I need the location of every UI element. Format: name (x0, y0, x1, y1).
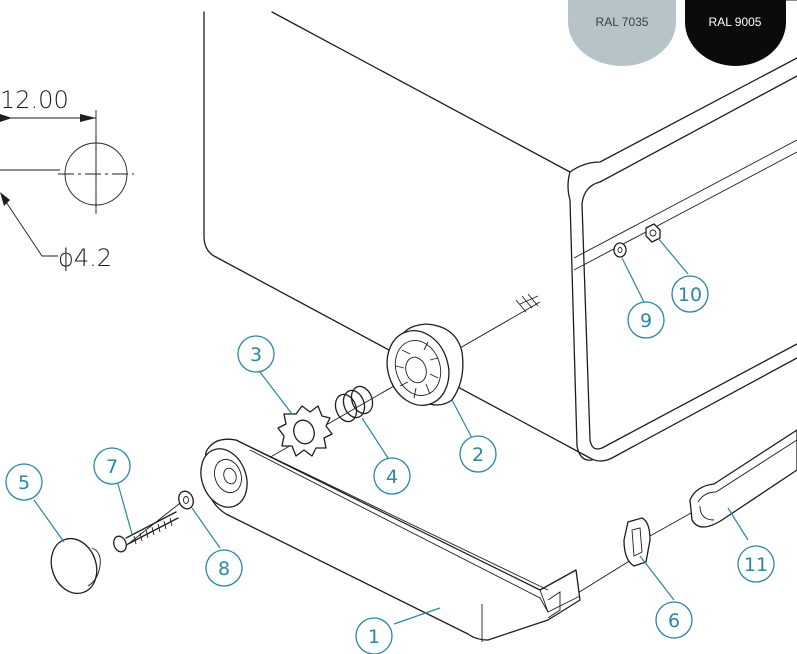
dimension-detail: 12.00 ϕ4.2 (0, 86, 134, 272)
swatch-ral-9005 (685, 0, 786, 66)
callout-4: 4 (373, 457, 411, 495)
part-4-spring (334, 385, 374, 423)
enclosure-box (203, 0, 797, 462)
arrow-head-icon (80, 114, 96, 122)
svg-text:6: 6 (668, 610, 680, 632)
svg-text:11: 11 (744, 554, 768, 576)
arrow-head-icon (0, 114, 12, 122)
callout-1: 1 (355, 617, 393, 654)
part-6-end-clip (623, 517, 651, 567)
svg-text:2: 2 (472, 444, 484, 466)
svg-text:4: 4 (386, 466, 398, 488)
callout-11: 11 (737, 545, 775, 583)
part-8-washer (178, 490, 194, 510)
dimension-diameter-label: ϕ4.2 (58, 244, 112, 272)
part-10-nut (645, 223, 661, 243)
part-2-hub (386, 323, 464, 406)
svg-text:5: 5 (18, 472, 30, 494)
callout-leaders (33, 237, 749, 625)
callout-8: 8 (205, 549, 243, 587)
svg-text:7: 7 (106, 456, 118, 478)
callout-2: 2 (459, 435, 497, 473)
part-7-screw (113, 511, 179, 553)
color-swatches: RAL 7035 RAL 9005 (568, 0, 786, 66)
part-9-washer (613, 242, 627, 258)
svg-text:8: 8 (218, 558, 230, 580)
svg-text:1: 1 (368, 626, 380, 648)
callout-5: 5 (5, 463, 43, 501)
part-5-cap (50, 537, 101, 595)
part-11-grip (689, 429, 797, 528)
swatch-ral-7035 (568, 0, 676, 66)
callout-7: 7 (93, 447, 131, 485)
swatch-ral-7035-label: RAL 7035 (596, 15, 649, 29)
svg-text:3: 3 (250, 344, 262, 366)
callout-9: 9 (627, 301, 665, 339)
svg-text:9: 9 (640, 310, 652, 332)
callout-3: 3 (237, 335, 275, 373)
part-1-handle (200, 438, 581, 642)
part-3-gear (277, 405, 333, 457)
callout-10: 10 (671, 275, 709, 313)
svg-text:10: 10 (678, 284, 702, 306)
dimension-length-label: 12.00 (0, 86, 69, 114)
callout-6: 6 (655, 601, 693, 639)
swatch-ral-9005-label: RAL 9005 (709, 15, 762, 29)
